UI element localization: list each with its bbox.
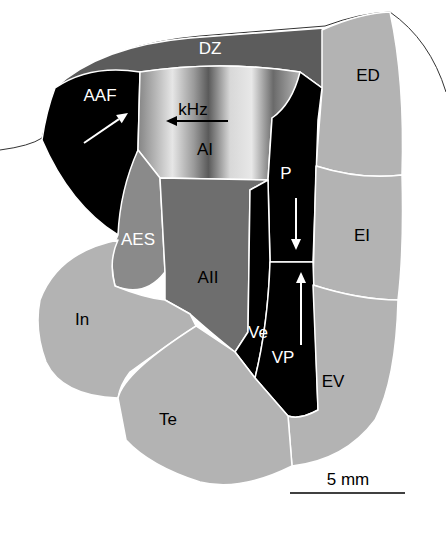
region-label: Ve [248,323,268,343]
region-outline [288,285,398,466]
axis-unit: kHz [178,100,207,120]
region-label: VP [272,348,295,368]
region-label: AI [197,140,213,160]
region-label: ED [356,66,380,86]
field-region: EV [288,285,400,468]
region-label: AAF [83,86,116,106]
direction-arrow [177,120,228,122]
direction-arrow [300,283,302,345]
scale-bar [290,492,405,494]
region-label: DZ [199,39,222,59]
region-outline [313,166,403,300]
arrow-head [296,272,306,283]
arrow-head [291,239,301,250]
region-shape [118,326,294,487]
scale-label: 5 mm [327,470,370,490]
region-label: EV [322,372,345,392]
sulcus-region: AES [112,150,167,292]
field-region: ED [316,12,405,179]
arrow-head [116,113,128,123]
field-region: EI [313,166,405,302]
region-outline [112,150,165,290]
region-label: EI [354,226,370,246]
region-outline [118,326,292,485]
direction-arrow [84,119,119,143]
region-label: Te [159,410,177,430]
region-label: P [280,164,291,184]
direction-arrow [295,198,297,239]
region-outline [316,12,403,176]
region-label: AES [121,230,155,250]
region-shape [316,12,405,179]
field-region: Te [118,326,294,487]
region-shape [112,150,167,292]
region-label: In [75,310,89,330]
region-label: AII [198,268,219,288]
arrow-head [166,116,177,126]
